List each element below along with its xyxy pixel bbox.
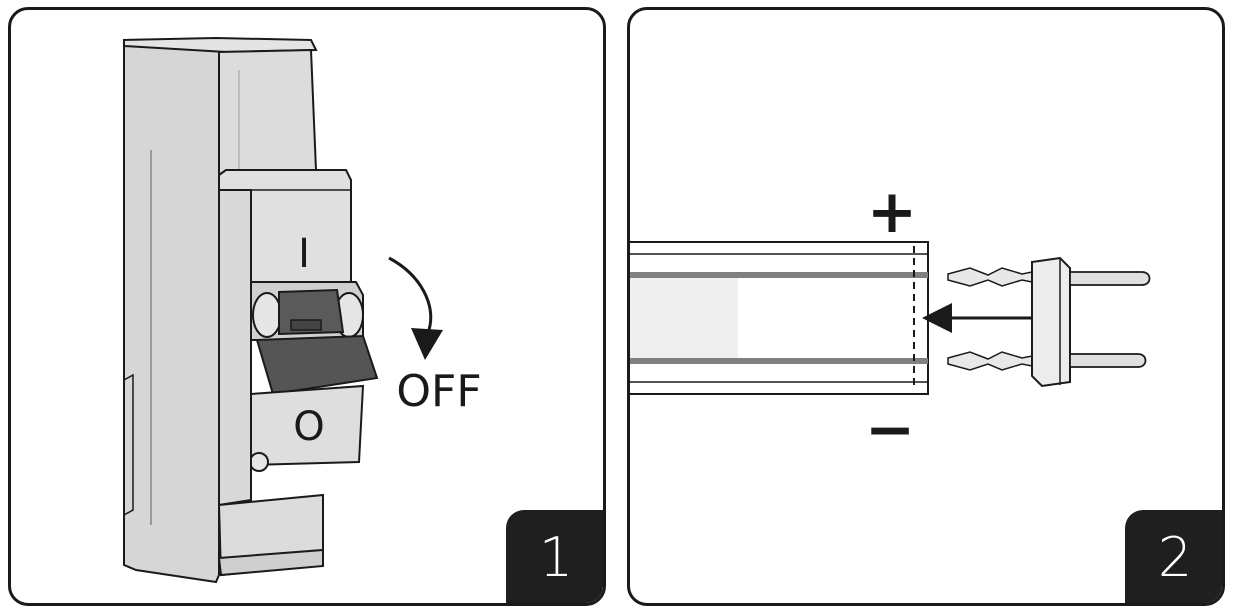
strip-connector xyxy=(947,256,1151,388)
rotate-down-arrow xyxy=(388,256,433,331)
strip-connector-illustration: + − xyxy=(630,177,1151,465)
breaker-illustration: I O OFF xyxy=(123,36,482,584)
off-action-label: OFF xyxy=(396,366,481,417)
step-2-panel: + − 2 xyxy=(627,7,1225,606)
step-number-badge: 2 xyxy=(1125,510,1222,603)
step-1-panel: I O OFF 1 xyxy=(8,7,606,606)
step-number-badge: 1 xyxy=(506,510,603,603)
led-strip xyxy=(630,241,929,395)
arrow-head xyxy=(922,303,952,333)
switch-off-label: O xyxy=(293,404,324,450)
negative-label: − xyxy=(865,395,915,465)
arrow-head xyxy=(411,328,443,360)
positive-label: + xyxy=(867,177,917,247)
switch-on-label: I xyxy=(298,231,310,277)
